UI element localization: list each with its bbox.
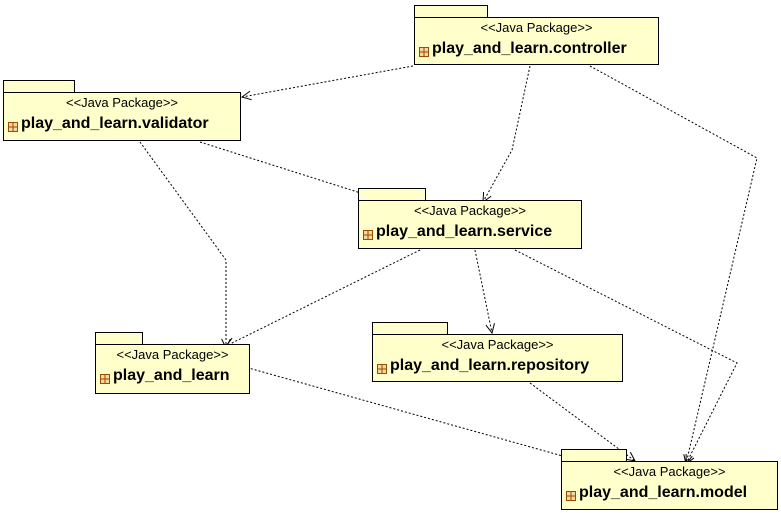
package-icon: [377, 361, 387, 374]
arrowhead: [240, 90, 252, 101]
package-repository[interactable]: <<Java Package>> play_and_learn.reposito…: [372, 322, 623, 382]
package-tab: [414, 5, 488, 18]
package-name: play_and_learn.model: [579, 484, 748, 501]
package-name: play_and_learn.validator: [21, 115, 209, 132]
package-name-row: play_and_learn.repository: [377, 357, 589, 375]
package-name: play_and_learn.repository: [390, 357, 590, 374]
package-tab: [358, 188, 426, 201]
package-service[interactable]: <<Java Package>> play_and_learn.service: [358, 188, 582, 249]
package-name: play_and_learn: [113, 367, 230, 384]
package-validator[interactable]: <<Java Package>> play_and_learn.validato…: [3, 80, 241, 141]
package-name-row: play_and_learn: [100, 367, 230, 385]
dependency-controller-to-service: [482, 65, 531, 204]
package-icon: [8, 119, 18, 132]
package-name: play_and_learn.controller: [432, 40, 627, 57]
package-icon: [363, 227, 373, 240]
package-tab: [3, 80, 75, 93]
package-body: <<Java Package>> play_and_learn.reposito…: [372, 334, 623, 382]
package-tab: [372, 322, 448, 335]
dependency-controller-to-model: [589, 65, 758, 466]
package-model[interactable]: <<Java Package>> play_and_learn.model: [561, 449, 778, 510]
arrowhead: [485, 323, 495, 335]
package-tab: [95, 332, 143, 345]
package-icon: [419, 44, 429, 57]
package-name: play_and_learn.service: [376, 223, 553, 240]
package-body: <<Java Package>> play_and_learn.service: [358, 200, 582, 249]
dependency-service-to-repository: [474, 249, 495, 335]
package-controller[interactable]: <<Java Package>> play_and_learn.controll…: [414, 5, 659, 65]
stereotype-label: <<Java Package>>: [480, 20, 593, 35]
package-body: <<Java Package>> play_and_learn: [95, 344, 250, 394]
package-name-row: play_and_learn.validator: [8, 115, 209, 133]
package-body: <<Java Package>> play_and_learn.validato…: [3, 92, 241, 141]
package-tab: [561, 449, 627, 462]
package-name-row: play_and_learn.controller: [419, 40, 627, 58]
stereotype-label: <<Java Package>>: [413, 203, 527, 218]
stereotype-label: <<Java Package>>: [116, 347, 229, 362]
package-name-row: play_and_learn.model: [566, 484, 747, 502]
dependency-validator-to-root: [139, 141, 231, 350]
package-icon: [100, 371, 110, 384]
stereotype-label: <<Java Package>>: [613, 464, 726, 479]
package-root[interactable]: <<Java Package>> play_and_learn: [95, 332, 250, 394]
dependency-controller-to-validator: [240, 65, 414, 101]
package-body: <<Java Package>> play_and_learn.controll…: [414, 17, 659, 65]
stereotype-label: <<Java Package>>: [65, 95, 179, 110]
package-body: <<Java Package>> play_and_learn.model: [561, 461, 778, 510]
package-name-row: play_and_learn.service: [363, 223, 552, 241]
package-icon: [566, 488, 576, 501]
stereotype-label: <<Java Package>>: [441, 337, 554, 352]
